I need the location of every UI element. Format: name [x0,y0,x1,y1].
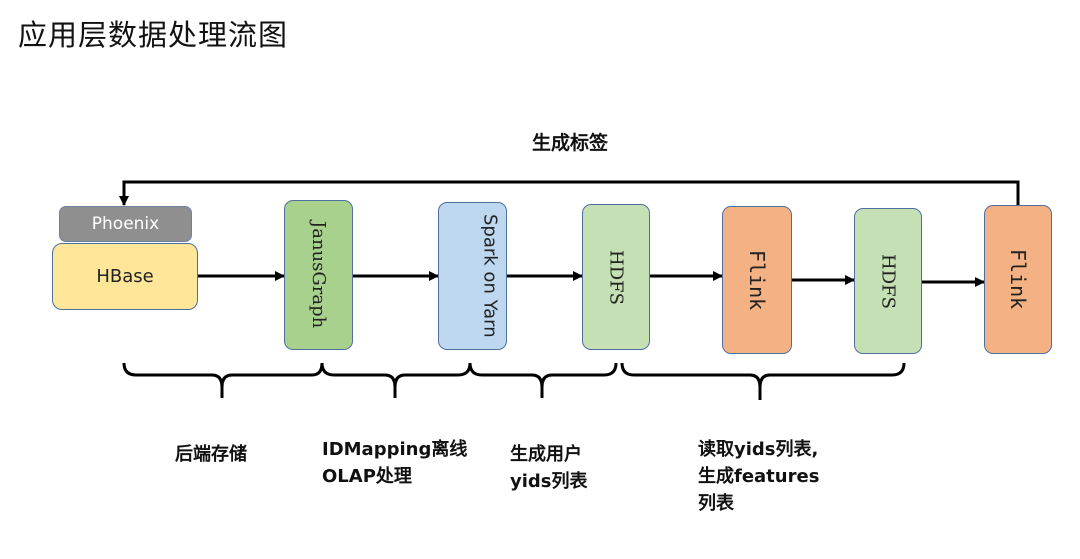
janusgraph-label: JanusGraph [308,221,329,329]
flink-box-1: Flink [722,206,792,354]
hdfs-box-1: HDFS [582,204,650,350]
brace-generate-yids [468,362,618,398]
flink-box-2: Flink [984,205,1052,354]
brace-read-features [620,362,906,400]
flink-label-2: Flink [1006,249,1030,310]
phoenix-label: Phoenix [91,214,160,234]
page-title: 应用层数据处理流图 [18,18,289,52]
phoenix-box: Phoenix [59,206,192,242]
spark-label: Spark on Yarn [479,214,501,338]
feedback-label: 生成标签 [531,132,608,154]
stage-label-generate-yids: 生成用户 yids列表 [510,444,588,492]
stage-label-idmapping: IDMapping离线 OLAP处理 [322,439,468,487]
brace-backend-storage [122,362,324,398]
stage-label-backend-storage: 后端存储 [175,444,247,465]
stage-label-read-features: 读取yids列表, 生成features 列表 [698,439,820,514]
feedback-loop-arrow [119,180,1020,206]
hdfs-label-1: HDFS [605,249,627,305]
spark-box: Spark on Yarn [438,202,507,350]
brace-idmapping [320,362,472,398]
hbase-label: HBase [96,266,154,287]
flink-label-1: Flink [745,249,769,311]
hdfs-box-2: HDFS [854,208,922,354]
janusgraph-box: JanusGraph [284,200,353,350]
hbase-box: HBase [52,243,198,310]
hdfs-label-2: HDFS [877,253,899,309]
